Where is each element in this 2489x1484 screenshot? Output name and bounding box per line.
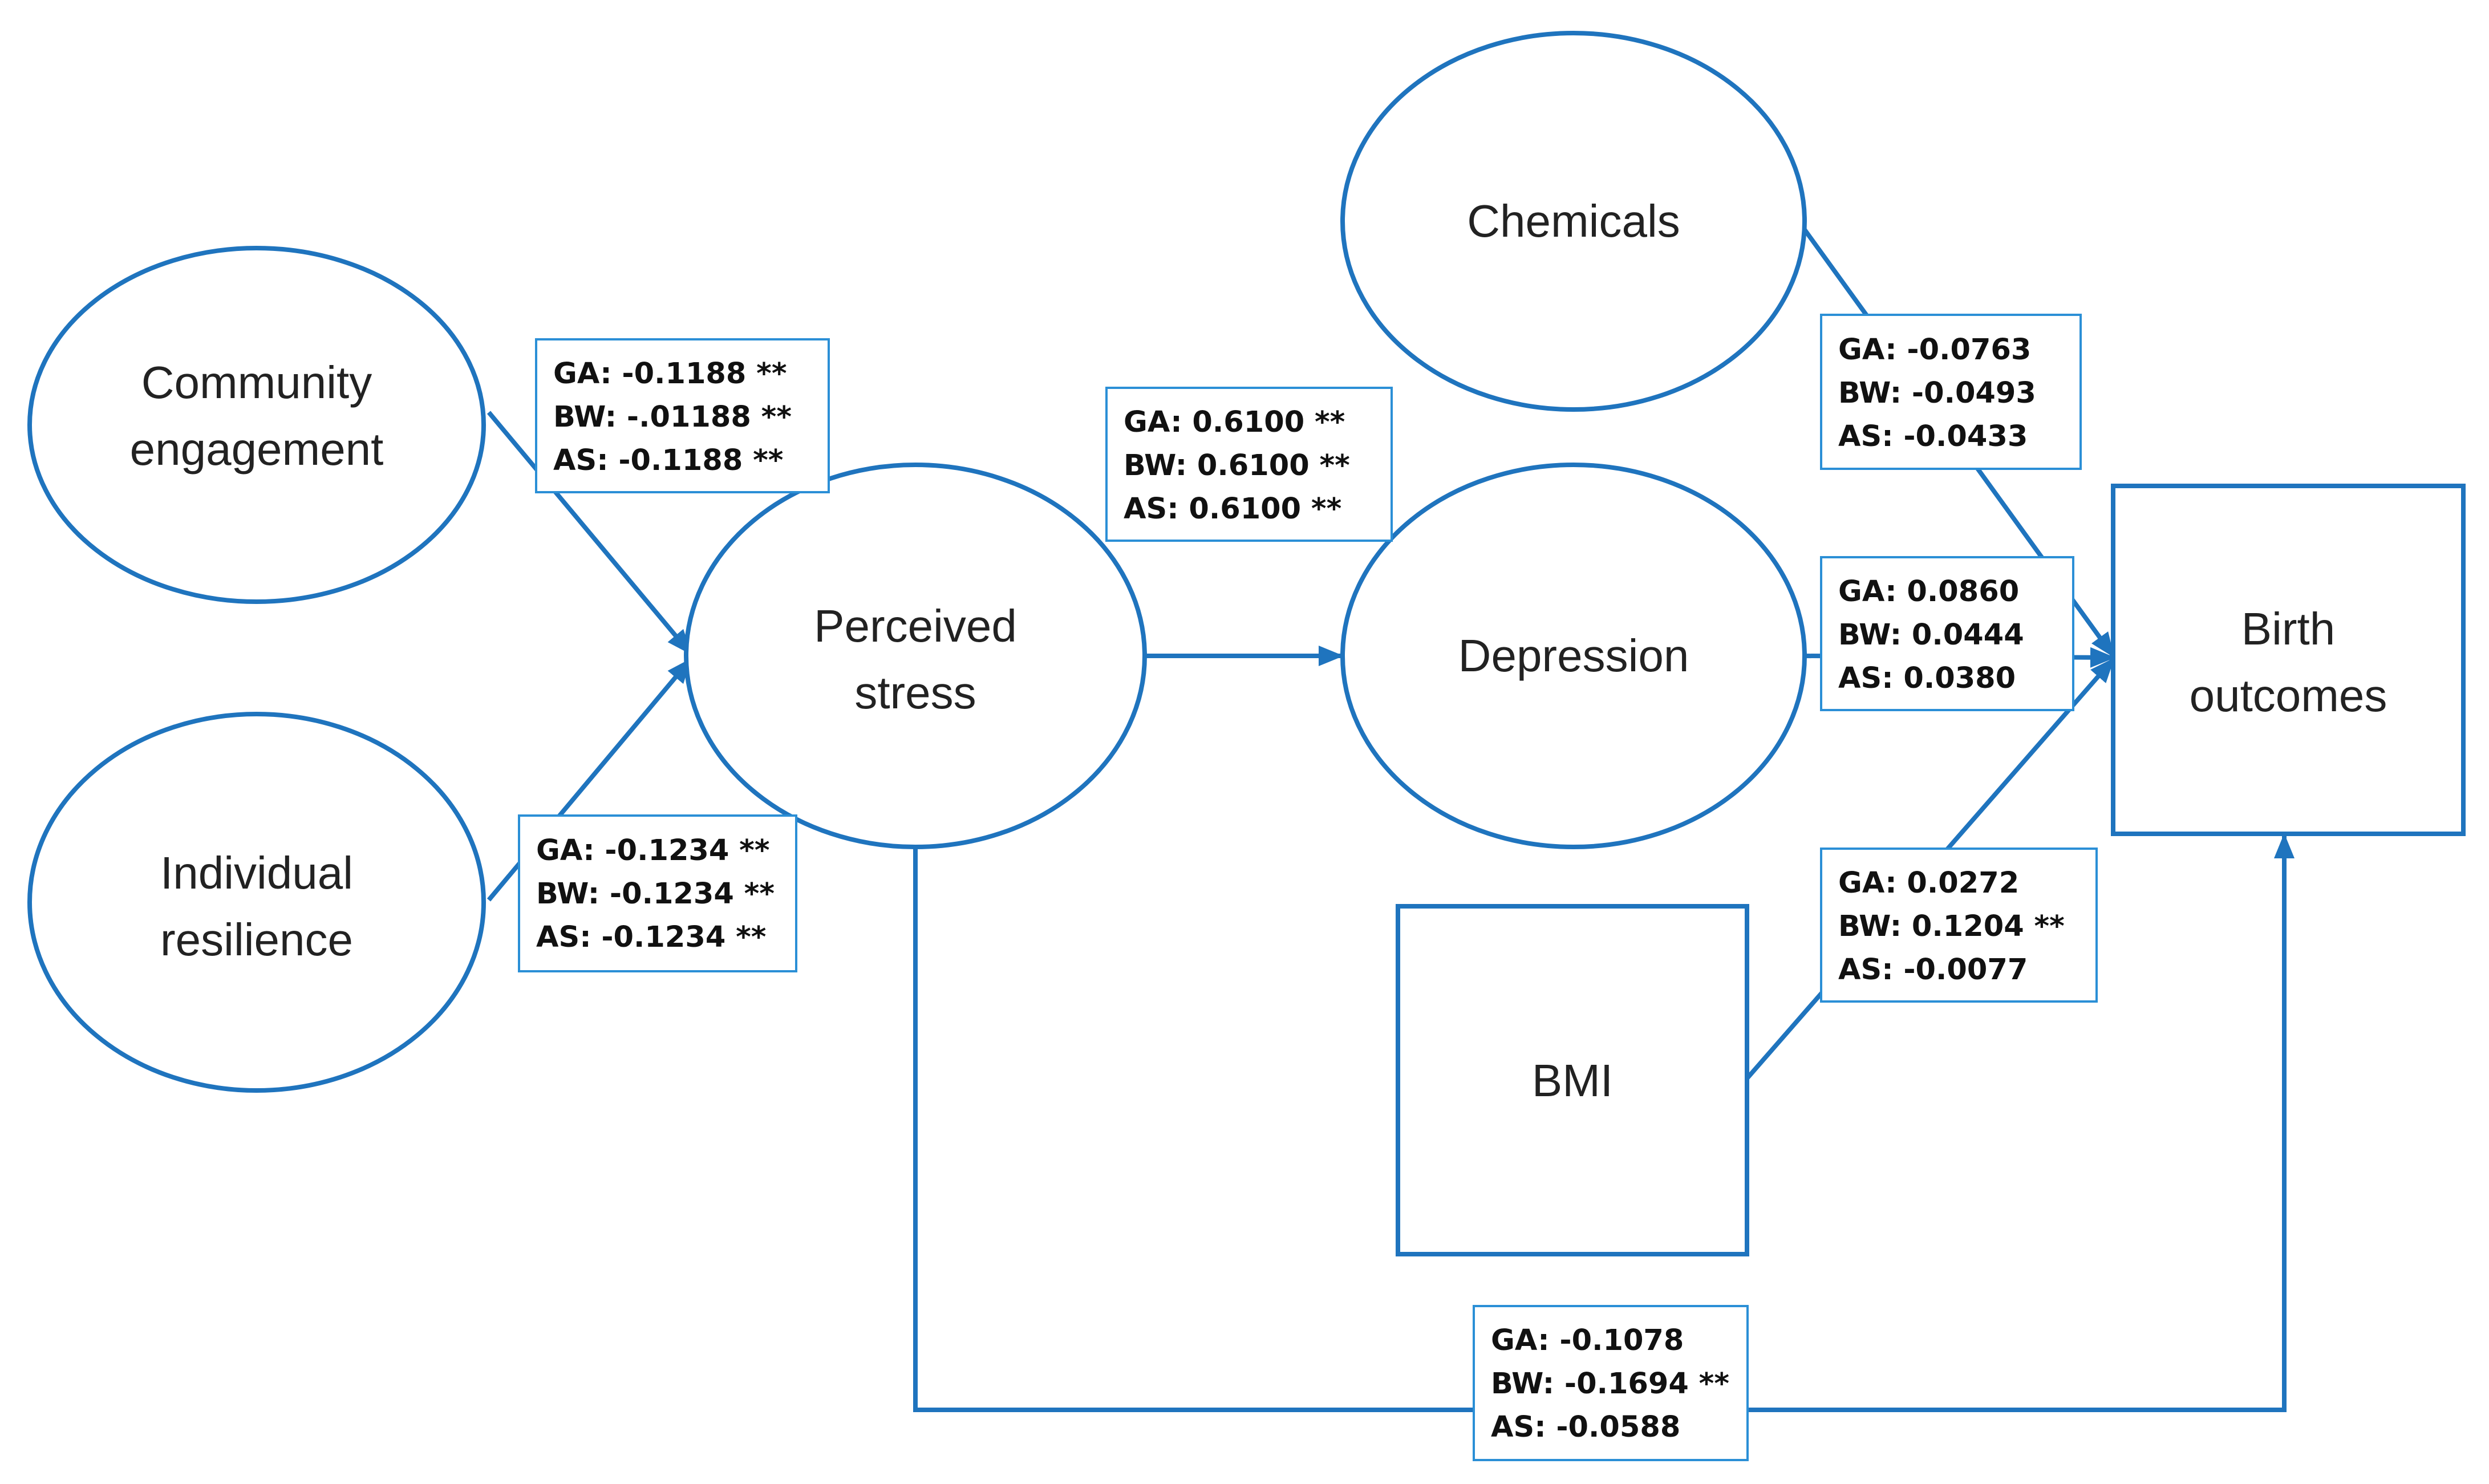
node-label: Depression <box>1458 630 1689 681</box>
coef-line: GA: -0.1234 ** <box>536 834 770 867</box>
coef-line: AS: -0.1234 ** <box>536 921 766 954</box>
coef-line: BW: 0.0444 <box>1838 618 2024 652</box>
coef-line: AS: -0.0433 <box>1838 420 2028 453</box>
node-birth-outcomes: Birth outcomes <box>2111 484 2466 836</box>
coef-line: AS: -0.1188 ** <box>553 444 783 477</box>
coef-label-resilience-stress: GA: -0.1234 ** BW: -0.1234 ** AS: -0.123… <box>518 814 797 972</box>
node-community-engagement: Community engagement <box>27 246 486 604</box>
coef-line: BW: -0.1234 ** <box>536 877 775 911</box>
coef-label-chemicals-birth: GA: -0.0763 BW: -0.0493 AS: -0.0433 <box>1820 314 2082 470</box>
coef-line: BW: 0.1204 ** <box>1838 910 2065 943</box>
coef-line: GA: -0.0763 <box>1838 333 2031 367</box>
coef-line: BW: -0.0493 <box>1838 376 2036 410</box>
node-bmi: BMI <box>1396 904 1749 1256</box>
node-label: Perceived <box>814 601 1017 651</box>
coef-label-depression-birth: GA: 0.0860 BW: 0.0444 AS: 0.0380 <box>1820 556 2074 711</box>
node-perceived-stress: Perceived stress <box>684 463 1147 849</box>
coef-line: AS: 0.6100 ** <box>1124 492 1341 526</box>
node-chemicals: Chemicals <box>1340 31 1807 412</box>
node-label: Individual <box>160 848 353 898</box>
coef-line: AS: -0.0588 <box>1491 1410 1680 1444</box>
coef-label-bmi-birth: GA: 0.0272 BW: 0.1204 ** AS: -0.0077 <box>1820 848 2098 1003</box>
coef-line: GA: 0.6100 ** <box>1124 406 1345 439</box>
node-label: Community <box>141 357 372 408</box>
coef-line: GA: 0.0860 <box>1838 575 2019 609</box>
node-label: engagement <box>130 424 384 475</box>
node-individual-resilience: Individual resilience <box>27 712 486 1093</box>
node-label: resilience <box>160 914 353 965</box>
node-label: BMI <box>1532 1055 1613 1106</box>
node-label: outcomes <box>2190 670 2387 721</box>
node-label: Birth <box>2241 603 2336 654</box>
coef-line: GA: -0.1188 ** <box>553 357 787 391</box>
coef-line: BW: -.01188 ** <box>553 400 792 434</box>
coef-label-stress-depression: GA: 0.6100 ** BW: 0.6100 ** AS: 0.6100 *… <box>1105 387 1393 542</box>
coef-line: BW: 0.6100 ** <box>1124 449 1350 482</box>
coef-line: AS: 0.0380 <box>1838 662 2016 695</box>
coef-line: GA: -0.1078 <box>1491 1324 1684 1357</box>
edge-community-to-stress <box>487 411 692 655</box>
node-label: stress <box>854 667 976 718</box>
coef-label-stress-birth: GA: -0.1078 BW: -0.1694 ** AS: -0.0588 <box>1473 1305 1749 1461</box>
coef-line: AS: -0.0077 <box>1838 953 2028 987</box>
coef-line: BW: -0.1694 ** <box>1491 1367 1729 1401</box>
node-depression: Depression <box>1340 463 1807 849</box>
coef-line: GA: 0.0272 <box>1838 866 2019 900</box>
coef-label-community-stress: GA: -0.1188 ** BW: -.01188 ** AS: -0.118… <box>535 338 830 493</box>
node-label: Chemicals <box>1467 196 1680 246</box>
